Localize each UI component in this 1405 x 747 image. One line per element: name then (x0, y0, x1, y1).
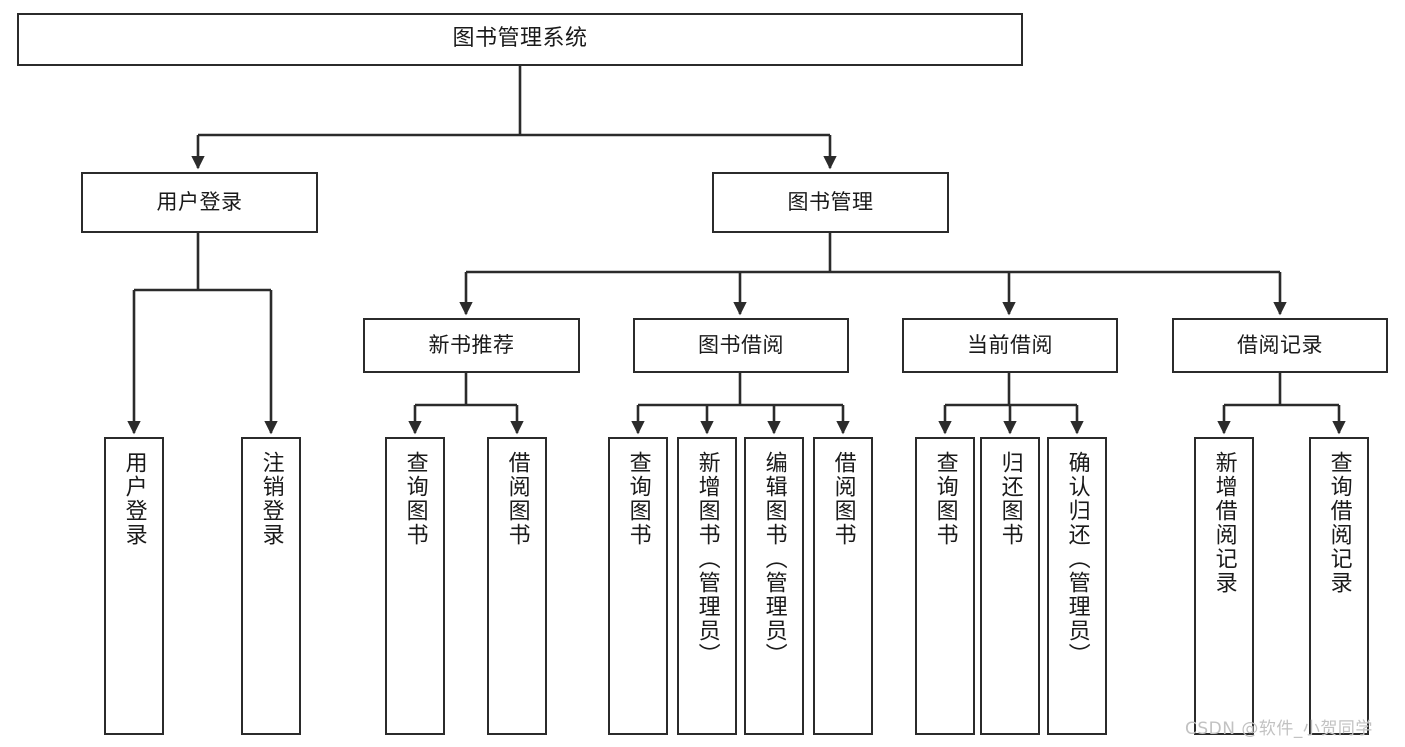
node-leaf-cb-return-book[interactable]: 归还图书 (980, 437, 1040, 735)
node-leaf-cb-query-book[interactable]: 查询图书 (915, 437, 975, 735)
node-book-borrow[interactable]: 图书借阅 (633, 318, 849, 373)
node-leaf-bb-query-book[interactable]: 查询图书 (608, 437, 668, 735)
node-root-label: 图书管理系统 (452, 26, 588, 52)
node-leaf-nb-query-book[interactable]: 查询图书 (385, 437, 445, 735)
node-leaf-cb-return-book-label: 归还图书 (997, 451, 1023, 547)
node-leaf-cb-confirm-return[interactable]: 确认归还（管理员） (1047, 437, 1107, 735)
node-leaf-nb-borrow-book[interactable]: 借阅图书 (487, 437, 547, 735)
node-user-login[interactable]: 用户登录 (81, 172, 318, 233)
node-book-manage[interactable]: 图书管理 (712, 172, 949, 233)
node-leaf-login[interactable]: 用户登录 (104, 437, 164, 735)
node-leaf-bb-add-book-label: 新增图书（管理员） (694, 451, 720, 667)
csdn-watermark: CSDN @软件_小贺同学 (1185, 719, 1373, 739)
node-leaf-bb-edit-book-label: 编辑图书（管理员） (761, 451, 787, 667)
node-new-book[interactable]: 新书推荐 (363, 318, 580, 373)
node-root[interactable]: 图书管理系统 (17, 13, 1023, 66)
node-leaf-cb-query-book-label: 查询图书 (932, 451, 958, 547)
node-new-book-label: 新书推荐 (428, 332, 515, 357)
node-leaf-bb-borrow-book[interactable]: 借阅图书 (813, 437, 873, 735)
node-leaf-login-label: 用户登录 (121, 451, 147, 547)
node-book-borrow-label: 图书借阅 (698, 332, 784, 357)
node-borrow-record-label: 借阅记录 (1237, 332, 1323, 357)
node-leaf-bb-edit-book[interactable]: 编辑图书（管理员） (744, 437, 804, 735)
node-leaf-br-query-record-label: 查询借阅记录 (1326, 451, 1352, 595)
node-leaf-nb-query-book-label: 查询图书 (402, 451, 428, 547)
node-user-login-label: 用户登录 (156, 189, 243, 214)
node-book-manage-label: 图书管理 (787, 189, 874, 214)
node-leaf-logout-label: 注销登录 (258, 451, 284, 547)
node-leaf-br-add-record[interactable]: 新增借阅记录 (1194, 437, 1254, 735)
node-leaf-cb-confirm-return-label: 确认归还（管理员） (1064, 451, 1090, 667)
node-leaf-bb-add-book[interactable]: 新增图书（管理员） (677, 437, 737, 735)
node-leaf-logout[interactable]: 注销登录 (241, 437, 301, 735)
node-borrow-record[interactable]: 借阅记录 (1172, 318, 1388, 373)
node-leaf-br-add-record-label: 新增借阅记录 (1211, 451, 1237, 595)
node-current-borrow-label: 当前借阅 (967, 332, 1053, 357)
node-leaf-bb-query-book-label: 查询图书 (625, 451, 651, 547)
node-leaf-br-query-record[interactable]: 查询借阅记录 (1309, 437, 1369, 735)
node-current-borrow[interactable]: 当前借阅 (902, 318, 1118, 373)
node-leaf-bb-borrow-book-label: 借阅图书 (830, 451, 856, 547)
node-leaf-nb-borrow-book-label: 借阅图书 (504, 451, 530, 547)
